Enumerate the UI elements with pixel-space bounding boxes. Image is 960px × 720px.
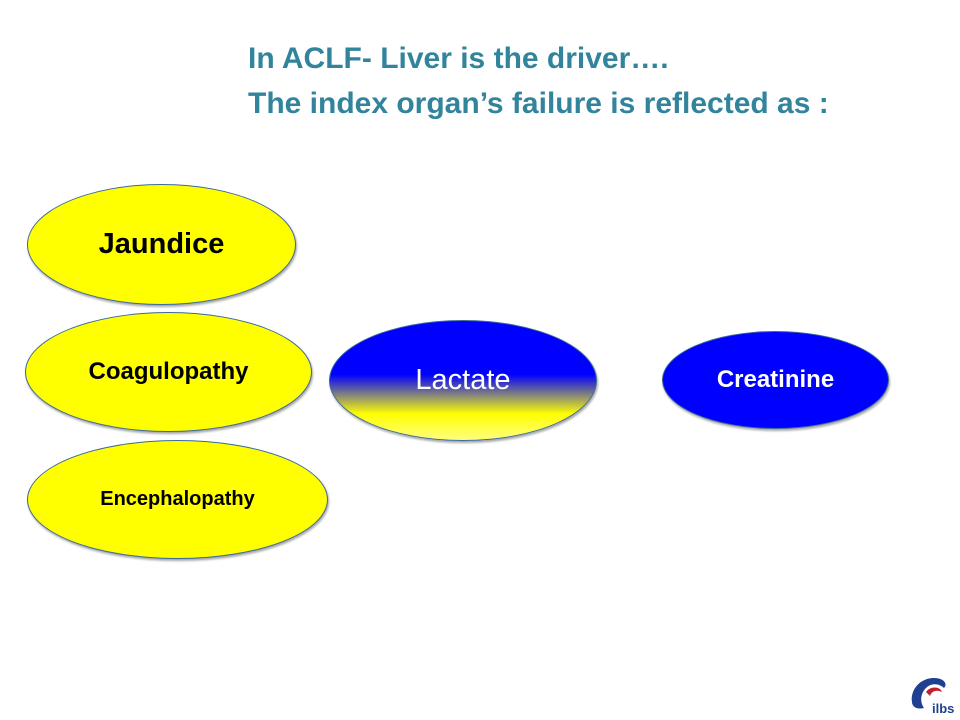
logo-liver-shape xyxy=(926,687,942,696)
coagulopathy-ellipse: Coagulopathy xyxy=(25,312,312,432)
encephalopathy-label: Encephalopathy xyxy=(100,488,255,510)
logo-text: ilbs xyxy=(932,701,954,716)
jaundice-ellipse: Jaundice xyxy=(27,184,296,305)
encephalopathy-ellipse: Encephalopathy xyxy=(27,440,328,559)
lactate-ellipse: Lactate xyxy=(329,320,597,441)
jaundice-label: Jaundice xyxy=(98,228,225,260)
creatinine-label: Creatinine xyxy=(716,366,835,393)
slide-title: In ACLF- Liver is the driver…. The index… xyxy=(248,36,829,126)
logo-swoosh-shape xyxy=(911,678,946,709)
coagulopathy-label: Coagulopathy xyxy=(88,358,249,385)
title-line-1: In ACLF- Liver is the driver…. xyxy=(248,42,669,75)
lactate-label: Lactate xyxy=(415,364,511,396)
title-line-2: The index organ’s failure is reflected a… xyxy=(248,87,829,120)
creatinine-ellipse: Creatinine xyxy=(662,331,889,429)
ilbs-logo: ilbs xyxy=(911,678,954,716)
